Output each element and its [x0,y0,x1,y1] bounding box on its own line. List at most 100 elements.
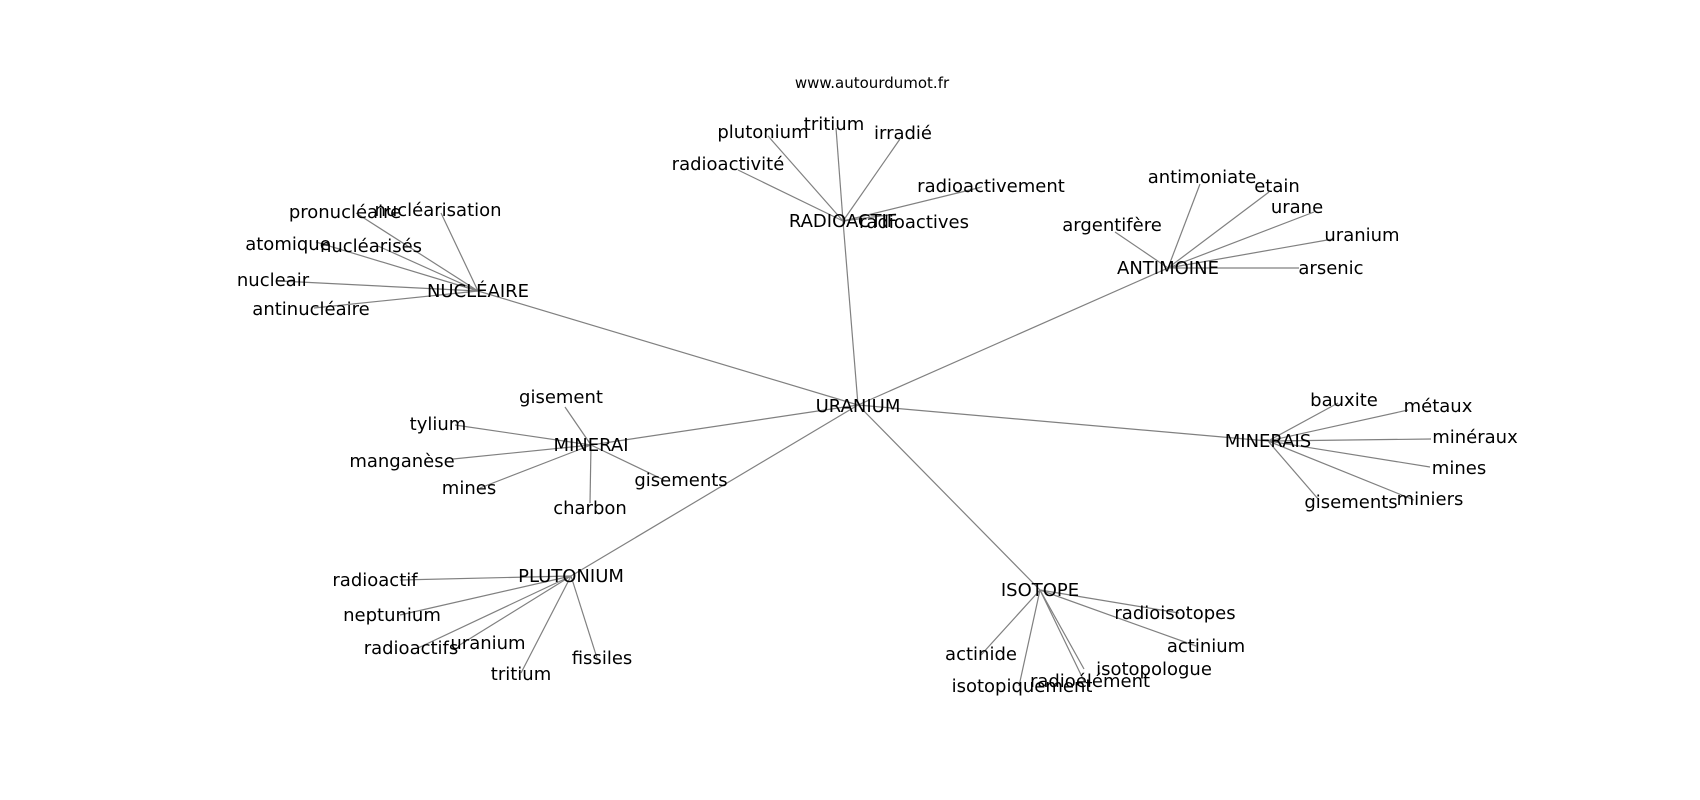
edge-minerai-leaf [452,444,592,460]
leaf-node-label: nucléarisés [320,236,422,257]
leaf-node-label: radioactives [859,212,969,233]
leaf-node-label: atomique [245,234,331,255]
leaf-node-label: actinide [945,644,1017,665]
edge-radioactif-leaf [842,186,983,222]
leaf-node-label: arsenic [1298,258,1363,279]
leaf-node-label: argentifère [1062,215,1162,236]
leaf-node-label: fissiles [572,648,633,669]
edge-root-minerais [857,404,1269,442]
edge-minerais-leaf [1267,440,1415,501]
leaf-node-label: radioactivité [672,154,785,175]
edge-plutonium-leaf [570,575,598,659]
leaf-node-label: métaux [1404,396,1473,417]
edge-root-nucleaire [477,290,859,406]
edge-root-plutonium [570,404,859,577]
leaf-node-label: tritium [804,114,864,135]
edge-plutonium-leaf [399,575,572,581]
leaf-node-label: actinium [1167,636,1245,657]
leaf-node-label: uranium [450,633,525,654]
leaf-node-label: plutonium [717,122,808,143]
leaf-node-label: radioélément [1030,671,1150,692]
edge-root-radioactif [842,220,859,406]
leaf-node-label: nucléarisation [374,200,501,221]
leaf-node-label: isotopologue [1096,659,1212,680]
hub-node-label: MINERAIS [1225,431,1312,452]
leaf-node-label: gisement [519,387,603,408]
leaf-node-label: etain [1254,176,1300,197]
leaf-node-label: antimoniate [1148,167,1257,188]
leaf-node-label: nucleair [237,270,310,291]
edge-minerais-leaf [1267,409,1409,442]
leaf-node-label: antinucléaire [252,299,369,320]
leaf-node-label: mines [1432,458,1486,479]
leaf-node-label: gisements [1304,492,1397,513]
edge-root-minerai [590,404,859,446]
edge-radioactif-leaf [737,169,844,222]
edge-antimoine-leaf [1167,211,1315,269]
edge-antimoine-leaf [1167,191,1270,269]
edge-minerai-leaf [454,424,592,446]
leaf-node-label: manganèse [349,451,454,472]
edge-nucleaire-leaf [440,212,479,292]
edge-nucleaire-leaf [313,290,479,309]
edge-isotope-leaf [1018,589,1041,687]
edge-isotope-leaf [1039,589,1085,670]
hub-node-label: MINERAI [553,435,628,456]
edge-radioactif-leaf [842,138,901,222]
edge-antimoine-leaf [1167,183,1201,269]
edge-radioactif-leaf [767,135,844,222]
graph-edges [279,127,1432,687]
leaf-node-label: isotopiquement [952,676,1093,697]
edge-plutonium-leaf [520,575,572,674]
edge-nucleaire-leaf [279,280,479,292]
edge-minerais-leaf [1267,440,1320,501]
leaf-node-label: tritium [491,664,551,685]
leaf-node-label: neptunium [343,605,441,626]
edge-minerai-leaf [479,444,592,489]
leaf-node-label: radioactifs [364,638,459,659]
edge-minerais-leaf [1267,438,1432,442]
edge-isotope-leaf [980,589,1041,656]
edge-radioactif-leaf [835,127,844,222]
edge-antimoine-leaf [1167,238,1334,269]
source-url: www.autourdumot.fr [795,74,950,92]
hub-node-label: ANTIMOINE [1117,258,1219,279]
leaf-node-label: radioactif [332,570,418,591]
hub-node-label: RADIOACTIF [789,211,897,232]
leaf-node-label: radioisotopes [1114,603,1235,624]
edge-nucleaire-leaf [377,245,479,292]
leaf-node-label: urane [1271,197,1323,218]
edge-isotope-leaf [1039,589,1085,682]
edge-root-isotope [857,404,1041,591]
leaf-node-label: irradié [874,123,932,144]
edge-isotope-leaf [1039,589,1180,614]
leaf-node-label: miniers [1397,489,1464,510]
root-node-label: URANIUM [816,396,901,417]
edge-antimoine-leaf [1114,231,1169,269]
leaf-node-label: tylium [410,414,467,435]
edge-minerai-leaf [590,444,665,481]
edge-isotope-leaf [1039,589,1197,647]
edge-radioactif-leaf [842,213,897,222]
leaf-node-label: charbon [553,498,627,519]
leaf-node-label: minéraux [1432,427,1518,448]
leaf-node-label: gisements [634,470,727,491]
edge-nucleaire-leaf [355,212,479,292]
edge-plutonium-leaf [399,575,572,616]
leaf-node-label: mines [442,478,496,499]
hub-node-label: PLUTONIUM [518,566,624,587]
edge-minerai-leaf [589,444,592,504]
edge-minerais-leaf [1267,440,1431,468]
edge-nucleaire-leaf [315,241,479,292]
graph-labels: www.autourdumot.fr pronucléairenucléaris… [237,74,1518,697]
edge-minerais-leaf [1267,402,1339,442]
edge-plutonium-leaf [417,575,572,649]
leaf-node-label: radioactivement [917,176,1065,197]
hub-node-label: NUCLÉAIRE [427,280,529,302]
leaf-node-label: pronucléaire [289,202,401,223]
leaf-node-label: uranium [1324,225,1399,246]
edge-minerai-leaf [564,406,592,446]
hub-node-label: ISOTOPE [1001,580,1079,601]
leaf-node-label: bauxite [1310,390,1378,411]
